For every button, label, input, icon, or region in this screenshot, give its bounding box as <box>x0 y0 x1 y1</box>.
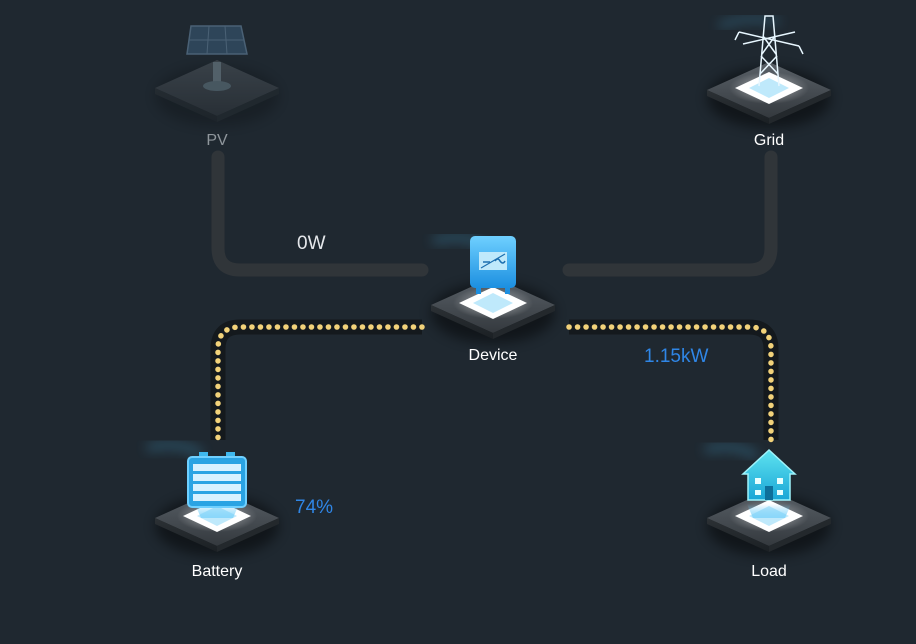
load-power-value: 1.15kW <box>644 346 709 367</box>
house-icon <box>741 448 797 501</box>
pv-line <box>211 150 429 277</box>
load-label: Load <box>751 563 787 580</box>
battery-flow-dots <box>215 324 425 443</box>
load-flow-dots <box>566 324 774 443</box>
grid-node[interactable] <box>707 15 831 128</box>
pv-power-value: 0W <box>297 233 326 254</box>
device-label: Device <box>468 347 518 364</box>
load-line <box>569 319 779 440</box>
battery-node[interactable] <box>146 442 279 556</box>
device-node[interactable] <box>431 234 555 343</box>
pv-node[interactable] <box>155 25 279 126</box>
pv-label: PV <box>206 132 228 149</box>
inverter-icon <box>470 236 516 294</box>
grid-label: Grid <box>753 132 785 149</box>
transmission-tower-icon <box>734 15 804 87</box>
grid-line <box>562 150 778 277</box>
solar-panel-icon <box>186 25 248 91</box>
battery-line <box>210 319 422 440</box>
battery-label: Battery <box>191 563 243 580</box>
battery-soc-value: 74% <box>295 497 334 518</box>
load-node[interactable] <box>704 444 831 556</box>
battery-icon <box>187 452 247 508</box>
